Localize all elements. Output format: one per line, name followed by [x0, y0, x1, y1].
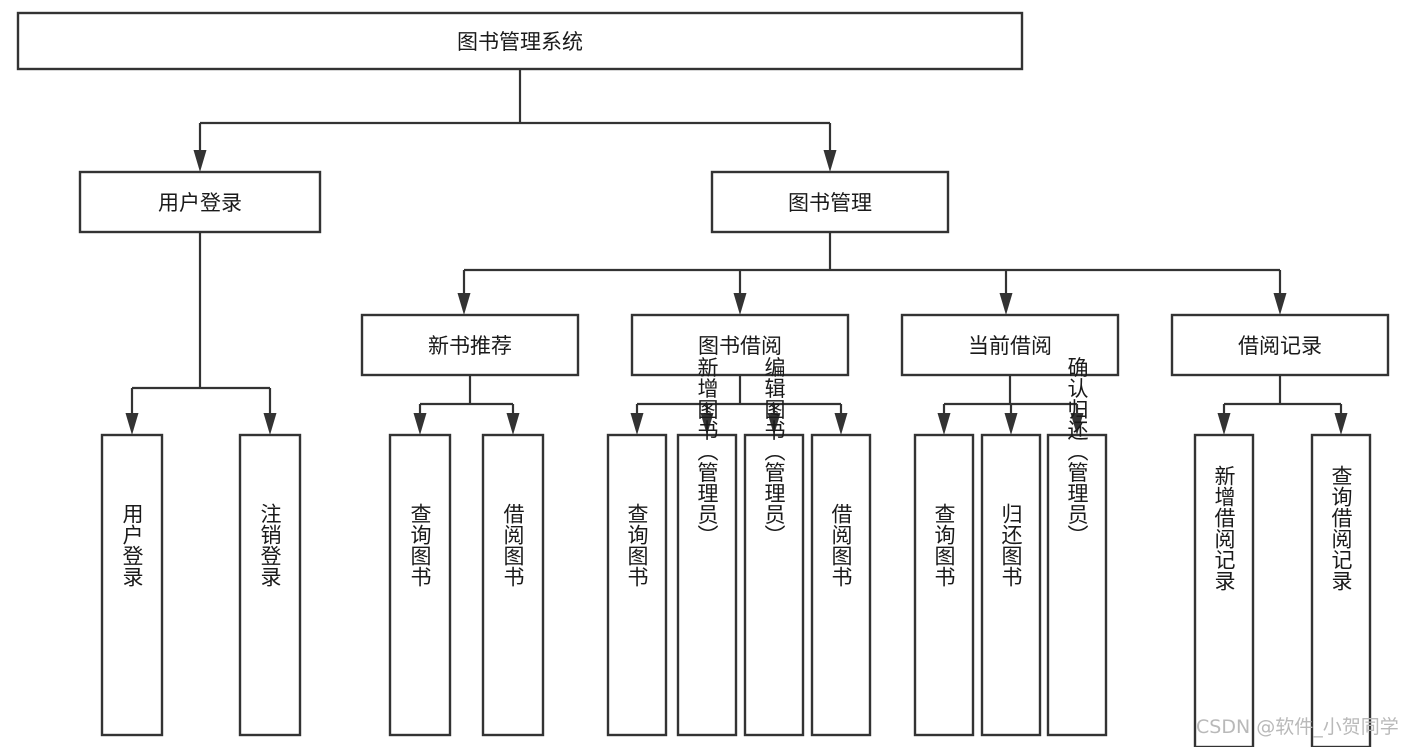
node-label-leaf-borrow-book-recommend: 借阅图书 [501, 503, 525, 587]
node-book-manage[interactable]: 图书管理 [710, 170, 950, 234]
arrow-head-icon [457, 293, 471, 315]
node-box-leaf-add-borrow-record[interactable] [1193, 433, 1255, 747]
node-box-leaf-borrow-book[interactable] [810, 433, 872, 737]
node-box-leaf-query-book-recommend[interactable] [388, 433, 452, 737]
node-label-leaf-add-borrow-record: 新增借阅记录 [1212, 465, 1236, 591]
node-current-borrow[interactable]: 当前借阅 [900, 313, 1120, 377]
arrow-head-icon [937, 413, 951, 435]
node-box-leaf-query-book-borrow[interactable] [606, 433, 668, 737]
node-label-leaf-query-book-borrow: 查询图书 [625, 503, 649, 587]
node-box-leaf-user-login[interactable] [100, 433, 164, 737]
node-label-leaf-user-login: 用户登录 [120, 503, 144, 587]
node-box-leaf-query-borrow-record[interactable] [1310, 433, 1372, 747]
node-label-new-book-recommend: 新书推荐 [428, 334, 512, 358]
node-box-leaf-borrow-book-recommend[interactable] [481, 433, 545, 737]
node-label-current-borrow: 当前借阅 [968, 334, 1052, 358]
node-label-leaf-query-book-recommend: 查询图书 [408, 503, 432, 587]
node-leaf-query-book-recommend[interactable]: 查询图书 [388, 433, 452, 737]
csdn-watermark: CSDN @软件_小贺同学 [1196, 716, 1399, 738]
connector-layer [125, 69, 1348, 435]
arrow-head-icon [767, 413, 781, 435]
node-label-leaf-query-borrow-record: 查询借阅记录 [1329, 465, 1353, 591]
arrow-head-icon [999, 293, 1013, 315]
node-user-login[interactable]: 用户登录 [78, 170, 322, 234]
node-label-leaf-query-book-current: 查询图书 [932, 503, 956, 587]
node-box-book-borrow[interactable] [630, 313, 850, 377]
node-new-book-recommend[interactable]: 新书推荐 [360, 313, 580, 377]
node-box-leaf-confirm-return-admin[interactable] [1046, 433, 1108, 737]
arrow-head-icon [1004, 413, 1018, 435]
node-leaf-add-borrow-record[interactable]: 新增借阅记录 [1193, 433, 1255, 747]
node-leaf-confirm-return-admin[interactable]: 确认归还（管理员） [1046, 357, 1108, 737]
node-layer: 图书管理系统用户登录图书管理新书推荐图书借阅当前借阅借阅记录用户登录注销登录查询… [16, 11, 1390, 747]
node-label-leaf-logout-login: 注销登录 [258, 503, 282, 587]
node-label-borrow-record: 借阅记录 [1238, 334, 1322, 358]
arrow-head-icon [1070, 413, 1084, 435]
node-box-leaf-query-book-current[interactable] [913, 433, 975, 737]
node-box-book-manage[interactable] [710, 170, 950, 234]
node-box-borrow-record[interactable] [1170, 313, 1390, 377]
node-book-borrow[interactable]: 图书借阅 [630, 313, 850, 377]
arrow-head-icon [125, 413, 139, 435]
node-leaf-query-book-current[interactable]: 查询图书 [913, 433, 975, 737]
node-label-leaf-return-book: 归还图书 [999, 503, 1023, 587]
node-box-leaf-logout-login[interactable] [238, 433, 302, 737]
node-box-leaf-return-book[interactable] [980, 433, 1042, 737]
node-leaf-borrow-book[interactable]: 借阅图书 [810, 433, 872, 737]
node-label-book-borrow: 图书借阅 [698, 334, 782, 358]
arrow-head-icon [630, 413, 644, 435]
node-box-new-book-recommend[interactable] [360, 313, 580, 377]
node-leaf-query-book-borrow[interactable]: 查询图书 [606, 433, 668, 737]
arrow-head-icon [834, 413, 848, 435]
arrow-head-icon [193, 150, 207, 172]
arrow-head-icon [700, 413, 714, 435]
watermark-layer: CSDN @软件_小贺同学 [1196, 716, 1399, 738]
node-label-root: 图书管理系统 [457, 30, 583, 54]
arrow-head-icon [506, 413, 520, 435]
node-box-leaf-add-book-admin[interactable] [676, 433, 738, 737]
node-box-current-borrow[interactable] [900, 313, 1120, 377]
node-label-leaf-borrow-book: 借阅图书 [829, 503, 853, 587]
node-label-book-manage: 图书管理 [788, 191, 872, 215]
arrow-head-icon [733, 293, 747, 315]
node-borrow-record[interactable]: 借阅记录 [1170, 313, 1390, 377]
node-label-leaf-add-book-admin: 新增图书（管理员） [695, 357, 719, 546]
node-leaf-edit-book-admin[interactable]: 编辑图书（管理员） [743, 357, 805, 737]
node-box-user-login[interactable] [78, 170, 322, 234]
node-label-leaf-confirm-return-admin: 确认归还（管理员） [1065, 357, 1089, 546]
node-leaf-add-book-admin[interactable]: 新增图书（管理员） [676, 357, 738, 737]
node-label-user-login: 用户登录 [158, 191, 242, 215]
arrow-head-icon [263, 413, 277, 435]
arrow-head-icon [1273, 293, 1287, 315]
node-root[interactable]: 图书管理系统 [16, 11, 1024, 71]
arrow-head-icon [1217, 413, 1231, 435]
node-box-root[interactable] [16, 11, 1024, 71]
node-box-leaf-edit-book-admin[interactable] [743, 433, 805, 737]
arrow-head-icon [1334, 413, 1348, 435]
node-leaf-query-borrow-record[interactable]: 查询借阅记录 [1310, 433, 1372, 747]
arrow-head-icon [823, 150, 837, 172]
arrow-head-icon [413, 413, 427, 435]
node-leaf-return-book[interactable]: 归还图书 [980, 433, 1042, 737]
node-leaf-user-login[interactable]: 用户登录 [100, 433, 164, 737]
node-label-leaf-edit-book-admin: 编辑图书（管理员） [762, 357, 786, 546]
node-leaf-logout-login[interactable]: 注销登录 [238, 433, 302, 737]
node-leaf-borrow-book-recommend[interactable]: 借阅图书 [481, 433, 545, 737]
